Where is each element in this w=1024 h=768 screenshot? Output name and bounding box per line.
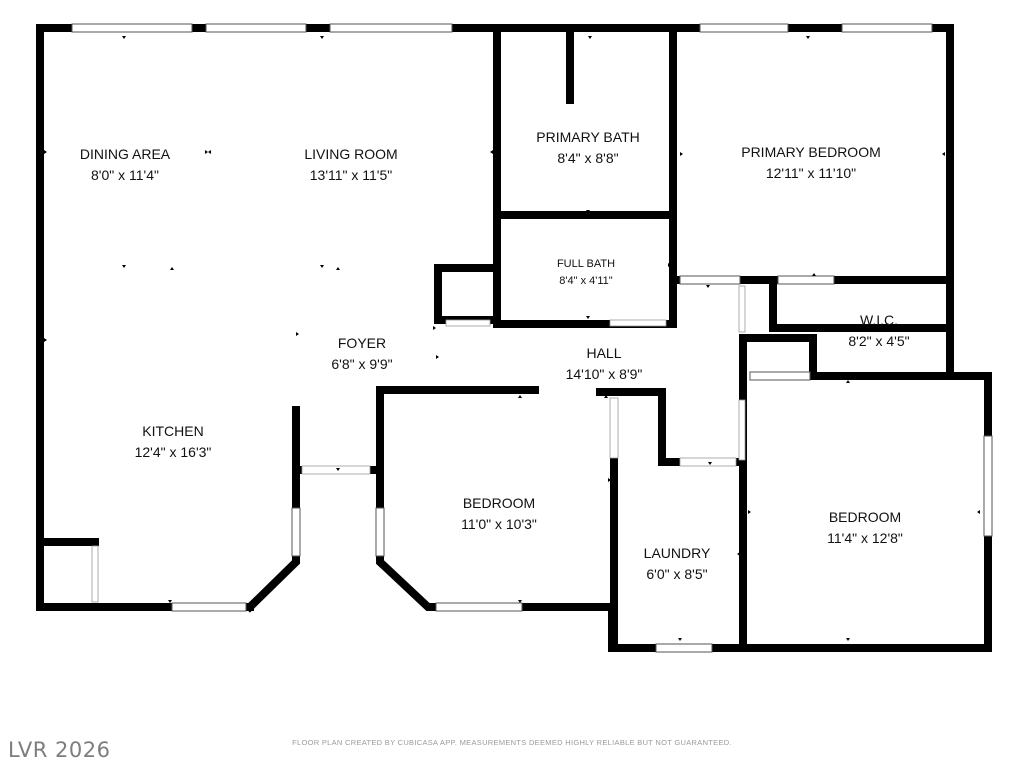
room-dims-foyer: 6'8" x 9'9"	[331, 356, 392, 372]
room-dims-full-bath: 8'4" x 4'11"	[559, 275, 612, 287]
room-labels: DINING AREA 8'0" x 11'4" LIVING ROOM 13'…	[80, 129, 910, 582]
room-dims-primary-bath: 8'4" x 8'8"	[557, 150, 618, 166]
windows	[71, 23, 993, 653]
room-name-bedroom-right: BEDROOM	[829, 509, 901, 525]
dimension-markers	[44, 36, 980, 641]
room-name-wic: W.I.C.	[860, 312, 898, 328]
interior-walls	[36, 24, 954, 652]
watermark-label: LVR 2026	[8, 738, 111, 762]
room-name-living: LIVING ROOM	[304, 146, 397, 162]
room-dims-bedroom-right: 11'4" x 12'8"	[827, 530, 903, 546]
room-name-kitchen: KITCHEN	[142, 423, 203, 439]
exterior-walls	[36, 24, 992, 652]
room-dims-wic: 8'2" x 4'5"	[848, 333, 909, 349]
room-name-dining: DINING AREA	[80, 146, 171, 162]
room-dims-kitchen: 12'4" x 16'3"	[135, 444, 212, 460]
room-name-laundry: LAUNDRY	[644, 545, 711, 561]
room-name-full-bath: FULL BATH	[557, 258, 615, 270]
floor-plan-disclaimer: FLOOR PLAN CREATED BY CUBICASA APP. MEAS…	[292, 738, 732, 747]
room-name-primary-bedroom: PRIMARY BEDROOM	[741, 144, 881, 160]
room-name-hall: HALL	[586, 345, 621, 361]
room-name-primary-bath: PRIMARY BATH	[536, 129, 639, 145]
room-name-bedroom-center: BEDROOM	[463, 495, 535, 511]
room-dims-hall: 14'10" x 8'9"	[566, 366, 643, 382]
room-dims-dining: 8'0" x 11'4"	[91, 167, 159, 183]
room-dims-primary-bedroom: 12'11" x 11'10"	[766, 165, 856, 181]
room-name-foyer: FOYER	[338, 335, 386, 351]
room-dims-living: 13'11" x 11'5"	[310, 167, 393, 183]
room-dims-laundry: 6'0" x 8'5"	[646, 566, 707, 582]
room-dims-bedroom-center: 11'0" x 10'3"	[461, 516, 537, 532]
